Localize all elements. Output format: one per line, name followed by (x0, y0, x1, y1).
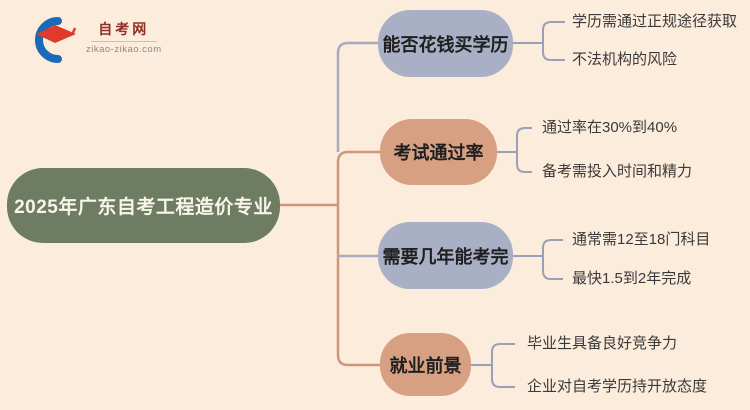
root-topic-node: 2025年广东自考工程造价专业 (7, 168, 280, 243)
graduation-cap-icon (35, 17, 77, 63)
leaf-label: 通常需12至18门科目 (572, 231, 711, 248)
site-logo-text: 自考网 zikao-zikao.com (86, 15, 162, 55)
leaf-label: 企业对自考学历持开放态度 (527, 378, 708, 395)
branch2-connector-line (336, 150, 380, 205)
branch-node-buy-degree: 能否花钱买学历 (378, 10, 513, 77)
leaf-label: 学历需通过正规途径获取 (572, 13, 738, 30)
site-url: zikao-zikao.com (86, 44, 162, 55)
branch1-leaf-bracket (513, 21, 565, 61)
site-logo[interactable]: 自考网 zikao-zikao.com (28, 15, 162, 63)
branch4-connector-line (336, 205, 380, 367)
leaf-label: 通过率在30%到40% (542, 119, 678, 136)
branch3-leaf-bracket (513, 239, 563, 280)
branch4-leaf-bracket (470, 343, 515, 388)
branch-node-pass-rate: 考试通过率 (380, 119, 497, 185)
leaf-label: 不法机构的风险 (572, 51, 678, 68)
branch-node-job-prospects: 就业前景 (380, 333, 471, 396)
leaf-label: 最快1.5到2年完成 (572, 270, 692, 287)
branch1-connector-line (336, 41, 378, 152)
leaf-label: 毕业生具备良好竞争力 (527, 335, 678, 352)
leaf-label: 备考需投入时间和精力 (542, 163, 693, 180)
site-name: 自考网 (98, 21, 150, 37)
branch-node-years-needed: 需要几年能考完 (378, 222, 513, 289)
branch2-leaf-bracket (497, 127, 532, 173)
logo-divider (90, 41, 157, 42)
